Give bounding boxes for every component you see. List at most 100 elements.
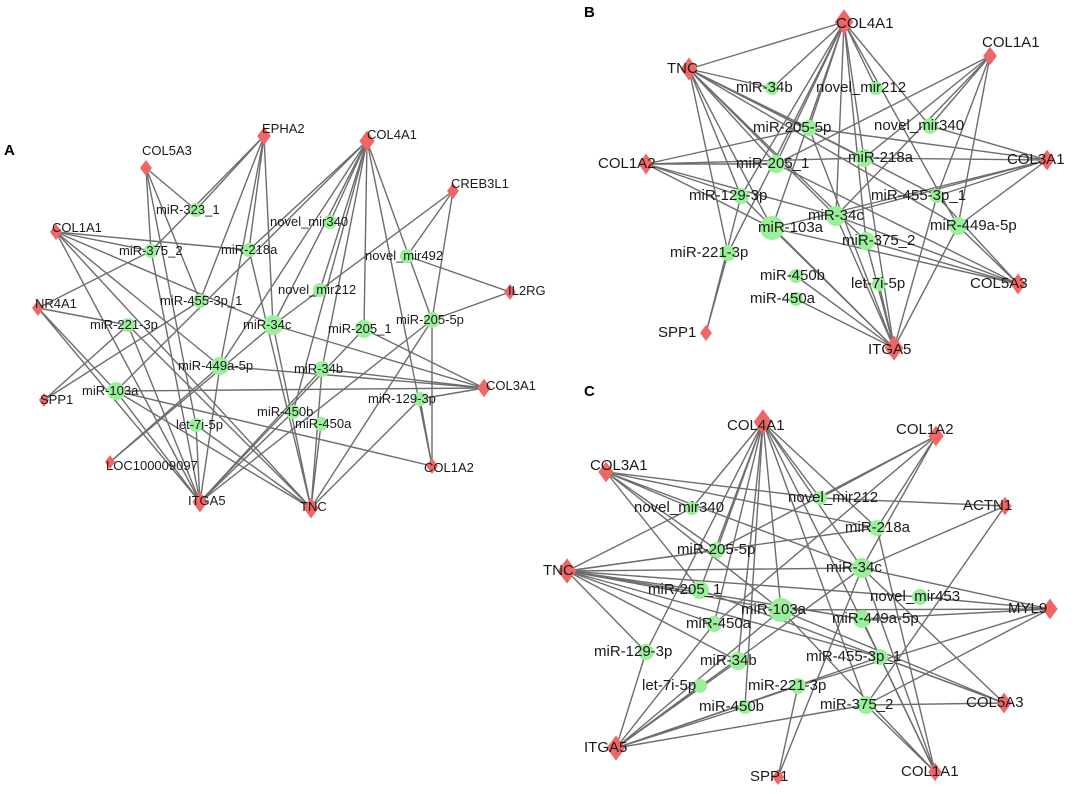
- edge-spp1-mir-221-3p: [777, 685, 799, 778]
- edge-tnc-mir-103a: [688, 68, 773, 229]
- edge-tnc-mir-218a: [248, 249, 312, 509]
- mirna-node-mir-455-3p-1: [872, 649, 888, 665]
- edge-col1a1-mir-455-3p-1: [936, 55, 991, 197]
- gene-label-itga5: ITGA5: [868, 341, 911, 358]
- mirna-label-mir-323-1: miR-323_1: [156, 202, 220, 217]
- edge-col1a1-mir-103a: [780, 609, 936, 773]
- mirna-label-mir-455-3p-1: miR-455-3p_1: [160, 293, 242, 308]
- gene-label-col3a1: COL3A1: [486, 378, 536, 393]
- edge-actn1-novel-mir212: [819, 497, 1006, 507]
- edge-col5a3-mir-455-3p-1: [145, 167, 201, 302]
- edge-col4a1-mir-450a: [713, 421, 764, 625]
- edge-col1a2-mir-218a: [645, 157, 865, 165]
- edge-col1a1-mir-218a: [55, 231, 250, 251]
- edge-tnc-mir-455-3p-1: [566, 570, 881, 658]
- mirna-node-mir-450a: [314, 417, 328, 431]
- edge-col1a2-mir-205-5p: [645, 127, 810, 165]
- mirna-node-mir-218a: [855, 149, 873, 167]
- gene-label-actn1: ACTN1: [963, 497, 1012, 514]
- gene-node-col5a3: [140, 159, 152, 177]
- mirna-node-let-7i-5p: [872, 277, 886, 291]
- edge-tnc-mir-450a: [566, 570, 715, 625]
- mirna-node-mir-218a: [869, 520, 885, 536]
- edge-itga5-mir-450a: [615, 623, 715, 749]
- mirna-label-mir-449a-5p: miR-449a-5p: [930, 217, 1017, 234]
- gene-node-col1a2: [638, 153, 654, 175]
- gene-node-col1a1: [50, 223, 62, 241]
- mirna-node-let-7i-5p: [693, 679, 707, 693]
- mirna-label-mir-205-1: miR-205_1: [736, 155, 809, 172]
- edge-tnc-let-7i-5p: [195, 424, 312, 509]
- edge-col4a1-mir-34b: [321, 140, 368, 370]
- gene-label-epha2: EPHA2: [262, 121, 305, 136]
- edge-tnc-mir-205-1: [688, 68, 777, 165]
- edge-il2rg-novel-mir492: [406, 255, 511, 293]
- edge-col4a1-mir-205-1: [363, 140, 368, 330]
- mirna-node-novel-mir492: [400, 249, 414, 263]
- edge-col4a1-mir-34b: [771, 21, 845, 89]
- gene-node-itga5: [606, 735, 626, 761]
- edge-col3a1-mir-34c: [605, 471, 863, 569]
- edge-col3a1-mir-34b: [321, 368, 485, 389]
- mirna-node-mir-205-1: [767, 155, 785, 173]
- gene-label-tnc: TNC: [300, 499, 327, 514]
- edge-epha2-mir-218a: [248, 135, 265, 251]
- edge-col1a1-mir-449a-5p: [957, 55, 991, 227]
- panel-c-letter: C: [584, 383, 595, 400]
- mirna-label-mir-375-2: miR-375_2: [842, 232, 915, 249]
- edge-col4a1-novel-mir212: [319, 140, 368, 291]
- edge-col1a1-mir-34c: [835, 55, 991, 217]
- edge-col4a1-col1a2: [366, 140, 433, 467]
- edge-itga5-mir-450b: [795, 275, 895, 349]
- edge-col1a1-mir-449a-5p: [55, 231, 221, 367]
- edge-col3a1-mir-218a: [863, 157, 1048, 161]
- edge-col4a1-novel-mir212: [762, 421, 821, 499]
- edge-col1a1-mir-218a: [876, 527, 936, 773]
- mirna-label-mir-129-3p: miR-129-3p: [689, 187, 767, 204]
- edge-itga5-mir-103a: [615, 609, 782, 749]
- mirna-node-mir-449a-5p: [949, 217, 967, 235]
- gene-label-col5a3: COL5A3: [970, 275, 1028, 292]
- gene-node-spp1: [772, 768, 784, 786]
- gene-label-spp1: SPP1: [750, 768, 788, 785]
- mirna-node-mir-103a: [760, 216, 784, 240]
- mirna-node-mir-34b: [765, 81, 779, 95]
- edge-col5a3-mir-375-2: [145, 167, 152, 252]
- mirna-node-mir-205-1: [691, 581, 709, 599]
- edge-col3a1-mir-129-3p: [419, 387, 485, 400]
- edge-tnc-novel-mir340: [566, 507, 693, 572]
- edge-col5a3-mir-34c: [861, 567, 1005, 704]
- mirna-label-mir-449a-5p: miR-449a-5p: [178, 358, 253, 373]
- gene-label-col3a1: COL3A1: [1007, 151, 1065, 168]
- gene-node-spp1: [38, 393, 50, 407]
- gene-label-col4a1: COL4A1: [836, 15, 894, 32]
- gene-label-col1a2: COL1A2: [598, 155, 656, 172]
- mirna-label-mir-103a: miR-103a: [741, 601, 807, 618]
- mirna-label-mir-205-5p: miR-205-5p: [677, 541, 755, 558]
- gene-node-col3a1: [598, 461, 614, 483]
- edge-epha2-mir-375-2: [150, 135, 265, 252]
- edge-col3a1-novel-mir340: [929, 125, 1048, 161]
- edge-itga5-mir-450a: [795, 298, 895, 349]
- edge-col5a3-let-7i-5p: [145, 167, 197, 426]
- mirna-node-mir-103a: [769, 598, 793, 622]
- edge-loc100009097-mir-449a-5p: [109, 365, 221, 463]
- mirna-node-mir-449a-5p: [211, 357, 229, 375]
- mirna-node-mir-221-3p: [720, 245, 736, 261]
- gene-label-il2rg: IL2RG: [508, 283, 546, 298]
- mirna-node-mir-129-3p: [733, 188, 749, 204]
- gene-node-myl9: [1042, 598, 1058, 620]
- edge-itga5-mir-129-3p: [615, 651, 647, 749]
- mirna-label-let-7i-5p: let-7i-5p: [176, 417, 223, 432]
- mirna-label-mir-129-3p: miR-129-3p: [368, 391, 436, 406]
- edge-col3a1-mir-455-3p-1: [936, 159, 1048, 197]
- gene-node-loc100009097: [104, 455, 116, 469]
- mirna-node-mir-450b: [286, 405, 300, 419]
- edge-col1a1-mir-34c: [55, 231, 274, 326]
- edge-nr4a1-mir-221-3p: [37, 307, 129, 326]
- gene-label-nr4a1: NR4A1: [35, 296, 77, 311]
- mirna-label-mir-375-2: miR-375_2: [820, 696, 893, 713]
- mirna-node-novel-mir212: [313, 283, 327, 297]
- edge-col4a1-mir-218a: [762, 421, 878, 529]
- mirna-label-mir-450b: miR-450b: [760, 267, 825, 284]
